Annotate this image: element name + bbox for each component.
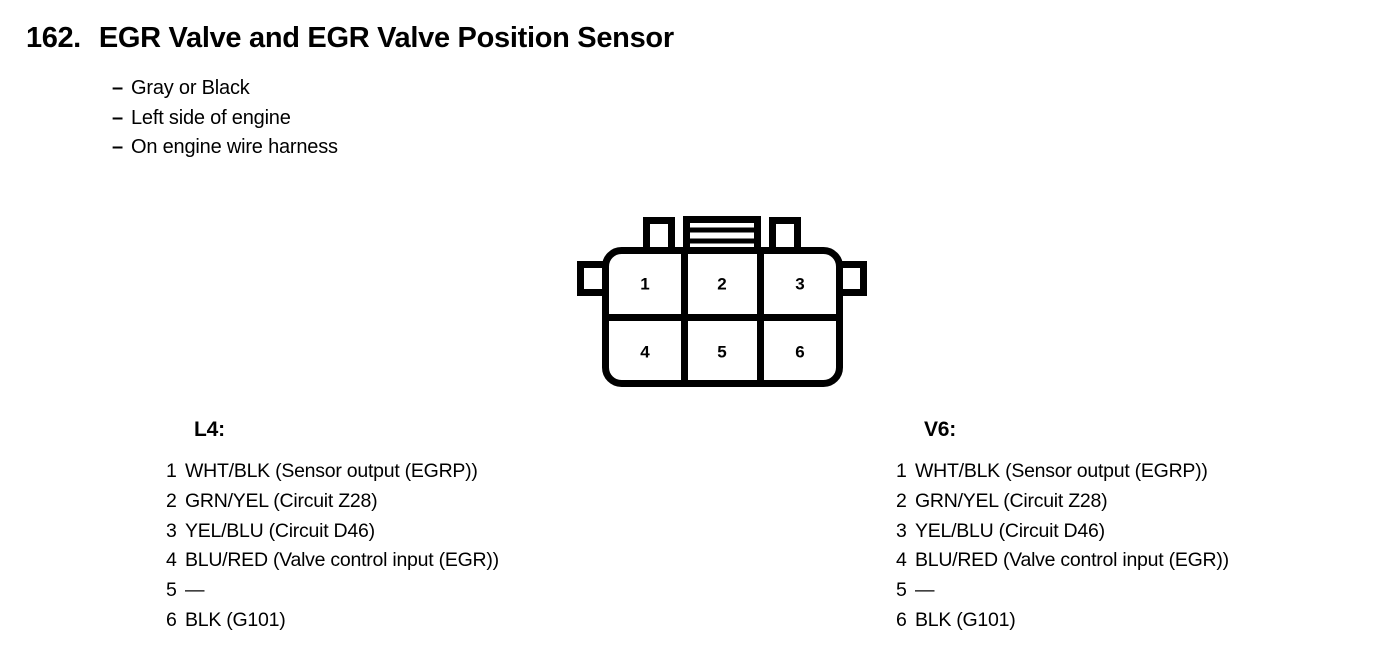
pin-number-5: 5: [717, 342, 726, 361]
connector-body-outline: [602, 247, 843, 387]
table-row: 4 BLU/RED (Valve control input (EGR)): [166, 546, 499, 576]
pin-number-2: 2: [717, 274, 726, 293]
pin-number-6: 6: [795, 342, 804, 361]
pin-number-1: 1: [640, 274, 649, 293]
list-item-label: On engine wire harness: [131, 136, 338, 158]
pin-number: 4: [896, 549, 907, 572]
table-row: 3 YEL/BLU (Circuit D46): [896, 517, 1229, 547]
pin-description: —: [915, 579, 935, 602]
pin-number: 4: [166, 549, 177, 572]
table-row: 4 BLU/RED (Valve control input (EGR)): [896, 546, 1229, 576]
connector-diagram: 1 2 3 4 5 6: [576, 214, 868, 390]
pin-table-l4: L4: 1 WHT/BLK (Sensor output (EGRP)) 2 G…: [166, 418, 499, 636]
right-side-tab-icon: [838, 261, 867, 296]
page-title: 162. EGR Valve and EGR Valve Position Se…: [26, 22, 674, 55]
pin-table-l4-title: L4:: [194, 418, 225, 441]
list-item: – Left side of engine: [112, 104, 338, 134]
top-right-tab-icon: [769, 217, 801, 254]
pin-number: 6: [896, 608, 907, 631]
list-item: – On engine wire harness: [112, 133, 338, 163]
pin-number: 2: [166, 489, 177, 512]
latch-detail-lines: [689, 227, 755, 244]
table-row: 1 WHT/BLK (Sensor output (EGRP)): [896, 457, 1229, 487]
pin-number: 5: [166, 579, 177, 602]
list-item-label: Gray or Black: [131, 77, 250, 99]
table-row: 2 GRN/YEL (Circuit Z28): [166, 487, 499, 517]
page-title-text: EGR Valve and EGR Valve Position Sensor: [98, 22, 674, 54]
list-item: – Gray or Black: [112, 74, 338, 104]
pin-number: 3: [896, 519, 907, 542]
pin-number: 6: [166, 608, 177, 631]
table-row: 2 GRN/YEL (Circuit Z28): [896, 487, 1229, 517]
table-row: 1 WHT/BLK (Sensor output (EGRP)): [166, 457, 499, 487]
pin-number: 1: [166, 460, 177, 482]
dash-bullet-icon: –: [112, 136, 124, 158]
pin-description: WHT/BLK (Sensor output (EGRP)): [185, 460, 478, 482]
table-row: 3 YEL/BLU (Circuit D46): [166, 517, 499, 547]
table-row: 5 —: [166, 576, 499, 606]
top-left-tab-icon: [643, 217, 675, 254]
pin-description: —: [185, 579, 205, 602]
pin-description: BLU/RED (Valve control input (EGR)): [185, 549, 499, 572]
table-row: 6 BLK (G101): [166, 606, 499, 636]
pin-description: WHT/BLK (Sensor output (EGRP)): [915, 460, 1208, 482]
pin-description: YEL/BLU (Circuit D46): [915, 519, 1105, 542]
pin-description: GRN/YEL (Circuit Z28): [915, 489, 1108, 512]
pin-number: 5: [896, 579, 907, 602]
pin-number-3: 3: [795, 274, 804, 293]
pin-description: GRN/YEL (Circuit Z28): [185, 489, 378, 512]
pin-table-v6-title: V6:: [924, 418, 957, 441]
pin-description: BLU/RED (Valve control input (EGR)): [915, 549, 1229, 572]
list-item-label: Left side of engine: [131, 106, 291, 129]
location-notes-list: – Gray or Black – Left side of engine – …: [112, 74, 338, 163]
pin-number: 1: [896, 460, 907, 482]
center-latch-block: [683, 216, 761, 254]
pin-number: 3: [166, 519, 177, 542]
page-title-number: 162.: [26, 22, 81, 54]
pin-description: YEL/BLU (Circuit D46): [185, 519, 375, 542]
pin-number-4: 4: [640, 342, 650, 361]
pin-description: BLK (G101): [915, 608, 1016, 631]
pin-description: BLK (G101): [185, 608, 286, 631]
table-row: 6 BLK (G101): [896, 606, 1229, 636]
left-side-tab-icon: [577, 261, 606, 296]
table-row: 5 —: [896, 576, 1229, 606]
pin-table-v6: V6: 1 WHT/BLK (Sensor output (EGRP)) 2 G…: [896, 418, 1229, 636]
dash-bullet-icon: –: [112, 77, 124, 99]
dash-bullet-icon: –: [112, 106, 124, 129]
pin-number: 2: [896, 489, 907, 512]
